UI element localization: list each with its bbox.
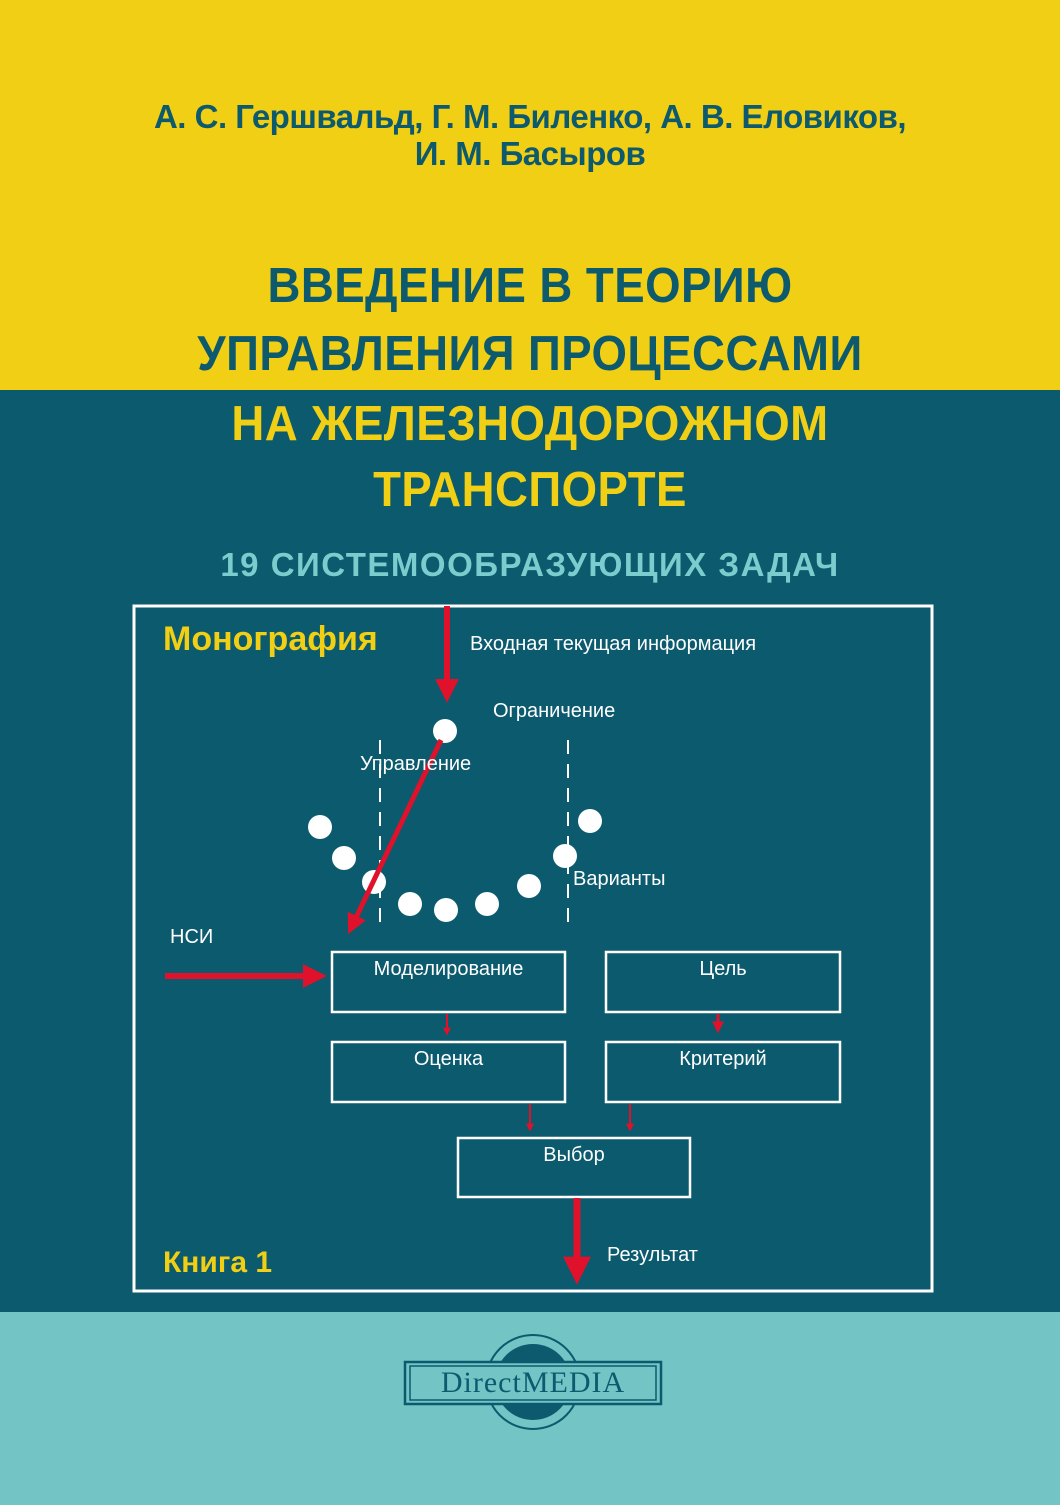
variant-dot: [475, 892, 499, 916]
nsi-label: НСИ: [170, 926, 214, 948]
title-line-3: НА ЖЕЛЕЗНОДОРОЖНОМ: [231, 397, 829, 451]
variant-dot: [398, 892, 422, 916]
constraint-label: Ограничение: [493, 700, 616, 722]
title-line-1: ВВЕДЕНИЕ В ТЕОРИЮ: [267, 259, 793, 313]
box-choice: [456, 1136, 692, 1199]
variant-dot: [308, 815, 332, 839]
evaluation-label: Оценка: [413, 1048, 484, 1070]
variant-dot: [332, 846, 356, 870]
box-evaluation: [330, 1040, 567, 1104]
control-arrow: [347, 738, 444, 935]
input-info-label: Входная текущая информация: [470, 633, 757, 655]
box-criterion: [604, 1040, 842, 1104]
result-label: Результат: [607, 1244, 698, 1266]
authors-line-2: И. М. Басыров: [414, 135, 646, 172]
modeling-label: Моделирование: [373, 958, 524, 980]
diagram-frame: [132, 604, 934, 1293]
control-label: Управление: [360, 753, 472, 775]
variant-dot: [553, 844, 577, 868]
authors-line-1: А. С. Гершвальд, Г. М. Биленко, А. В. Ел…: [153, 98, 907, 135]
box-modeling: [330, 950, 567, 1014]
variants-label: Варианты: [573, 868, 666, 890]
subtitle: 19 СИСТЕМООБРАЗУЮЩИХ ЗАДАЧ: [220, 546, 840, 583]
top-band: [0, 0, 1060, 390]
publisher-logo-emblem: [403, 1334, 663, 1430]
criterion-label: Критерий: [679, 1048, 767, 1070]
variant-dot: [517, 874, 541, 898]
genre-label: Монография: [163, 620, 378, 658]
variant-dots: [308, 719, 602, 922]
middle-band: [0, 390, 1060, 1312]
variant-dot: [434, 898, 458, 922]
goal-label: Цель: [699, 958, 747, 980]
choice-label: Выбор: [543, 1144, 605, 1166]
title-line-2: УПРАВЛЕНИЯ ПРОЦЕССАМИ: [197, 327, 863, 381]
title-line-4: ТРАНСПОРТЕ: [373, 463, 687, 517]
box-goal: [604, 950, 842, 1014]
publisher-logo: DirectMEDIA: [440, 1366, 626, 1399]
variant-dot: [578, 809, 602, 833]
volume-label: Книга 1: [163, 1246, 273, 1279]
constraint-dot: [433, 719, 457, 743]
